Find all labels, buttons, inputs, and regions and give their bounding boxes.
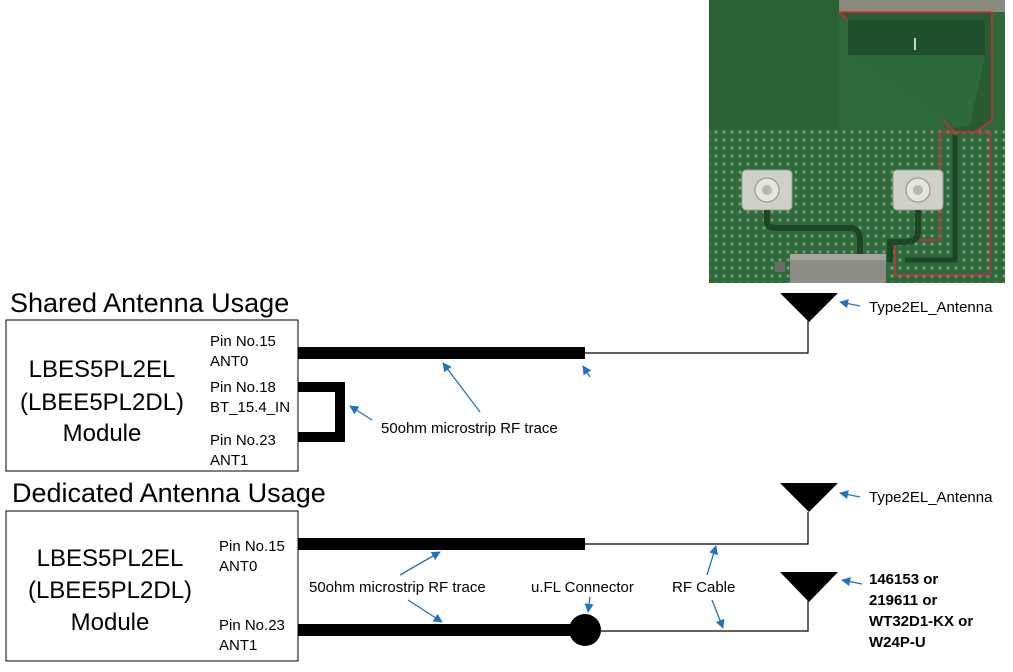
- shared-module-line-1: LBES5PL2EL: [29, 356, 176, 383]
- shared-module-line-3: Module: [63, 420, 142, 447]
- ufl-connector-arrow: [584, 596, 594, 613]
- shared-antenna-arrow: [839, 299, 861, 309]
- shared-pin15-name: ANT0: [210, 353, 248, 370]
- dedicated-trace-arrow-2: [407, 599, 443, 623]
- dedicated-section: Dedicated Antenna Usage LBES5PL2EL (LBEE…: [5, 478, 993, 662]
- dedicated-trace-label: 50ohm microstrip RF trace: [309, 579, 486, 596]
- dedicated-ant0-trace: [298, 538, 585, 550]
- external-antenna-line-1: 146153 or: [869, 571, 938, 588]
- rf-cable-line: [601, 600, 809, 632]
- dedicated-antenna-arrow: [839, 490, 861, 500]
- external-antenna-arrow: [841, 577, 863, 587]
- dedicated-module-line-2: (LBEE5PL2DL): [28, 577, 192, 604]
- external-antenna-line-3: WT32D1-KX or: [869, 613, 973, 630]
- shared-trace-arrow-2: [349, 405, 373, 421]
- shared-pin18-number: Pin No.18: [210, 379, 276, 396]
- ufl-connector-icon: [569, 614, 601, 646]
- external-antenna-line-2: 219611 or: [869, 592, 938, 609]
- external-antenna-icon: [780, 572, 838, 602]
- dedicated-antenna-label: Type2EL_Antenna: [869, 489, 993, 506]
- dedicated-ant0-feed-line: [585, 512, 809, 545]
- dedicated-heading: Dedicated Antenna Usage: [12, 478, 326, 508]
- rf-cable-label: RF Cable: [672, 579, 735, 596]
- dedicated-module-line-3: Module: [71, 609, 150, 636]
- shared-pin23-name: ANT1: [210, 452, 248, 469]
- rf-cable-arrow-down: [711, 599, 725, 629]
- shared-antenna-label: Type2EL_Antenna: [869, 299, 993, 316]
- shared-pin23-number: Pin No.23: [210, 432, 276, 449]
- shared-trace-label: 50ohm microstrip RF trace: [381, 420, 558, 437]
- dedicated-pin23-name: ANT1: [219, 637, 257, 654]
- dedicated-module-box: [5, 510, 299, 662]
- shared-heading: Shared Antenna Usage: [10, 288, 289, 318]
- shared-pin18-name: BT_15.4_IN: [210, 399, 290, 416]
- shared-feed-line: [585, 320, 809, 354]
- shared-module-box: [5, 319, 299, 472]
- shared-antenna-icon: [780, 293, 838, 322]
- dedicated-antenna-icon: [780, 483, 838, 512]
- pcb-photo: [709, 0, 1005, 283]
- external-antenna-line-4: W24P-U: [869, 634, 926, 651]
- shared-module-line-2: (LBEE5PL2DL): [20, 389, 184, 416]
- shared-trace-arrow-3: [582, 365, 592, 378]
- dedicated-trace-arrow-1: [399, 551, 441, 576]
- rf-cable-arrow-up: [706, 545, 718, 576]
- dedicated-pin23-number: Pin No.23: [219, 617, 285, 634]
- shared-section: Shared Antenna Usage LBES5PL2EL (LBEE5PL…: [5, 288, 993, 472]
- shared-loopback-trace: [298, 382, 345, 442]
- dedicated-module-line-1: LBES5PL2EL: [37, 545, 184, 572]
- dedicated-ant1-trace: [298, 624, 584, 636]
- dedicated-pin15-number: Pin No.15: [219, 538, 285, 555]
- shared-pin15-number: Pin No.15: [210, 333, 276, 350]
- dedicated-pin15-name: ANT0: [219, 558, 257, 575]
- ufl-connector-label: u.FL Connector: [531, 579, 634, 596]
- shared-trace-arrow-1: [442, 362, 481, 413]
- shared-ant0-trace: [298, 347, 585, 359]
